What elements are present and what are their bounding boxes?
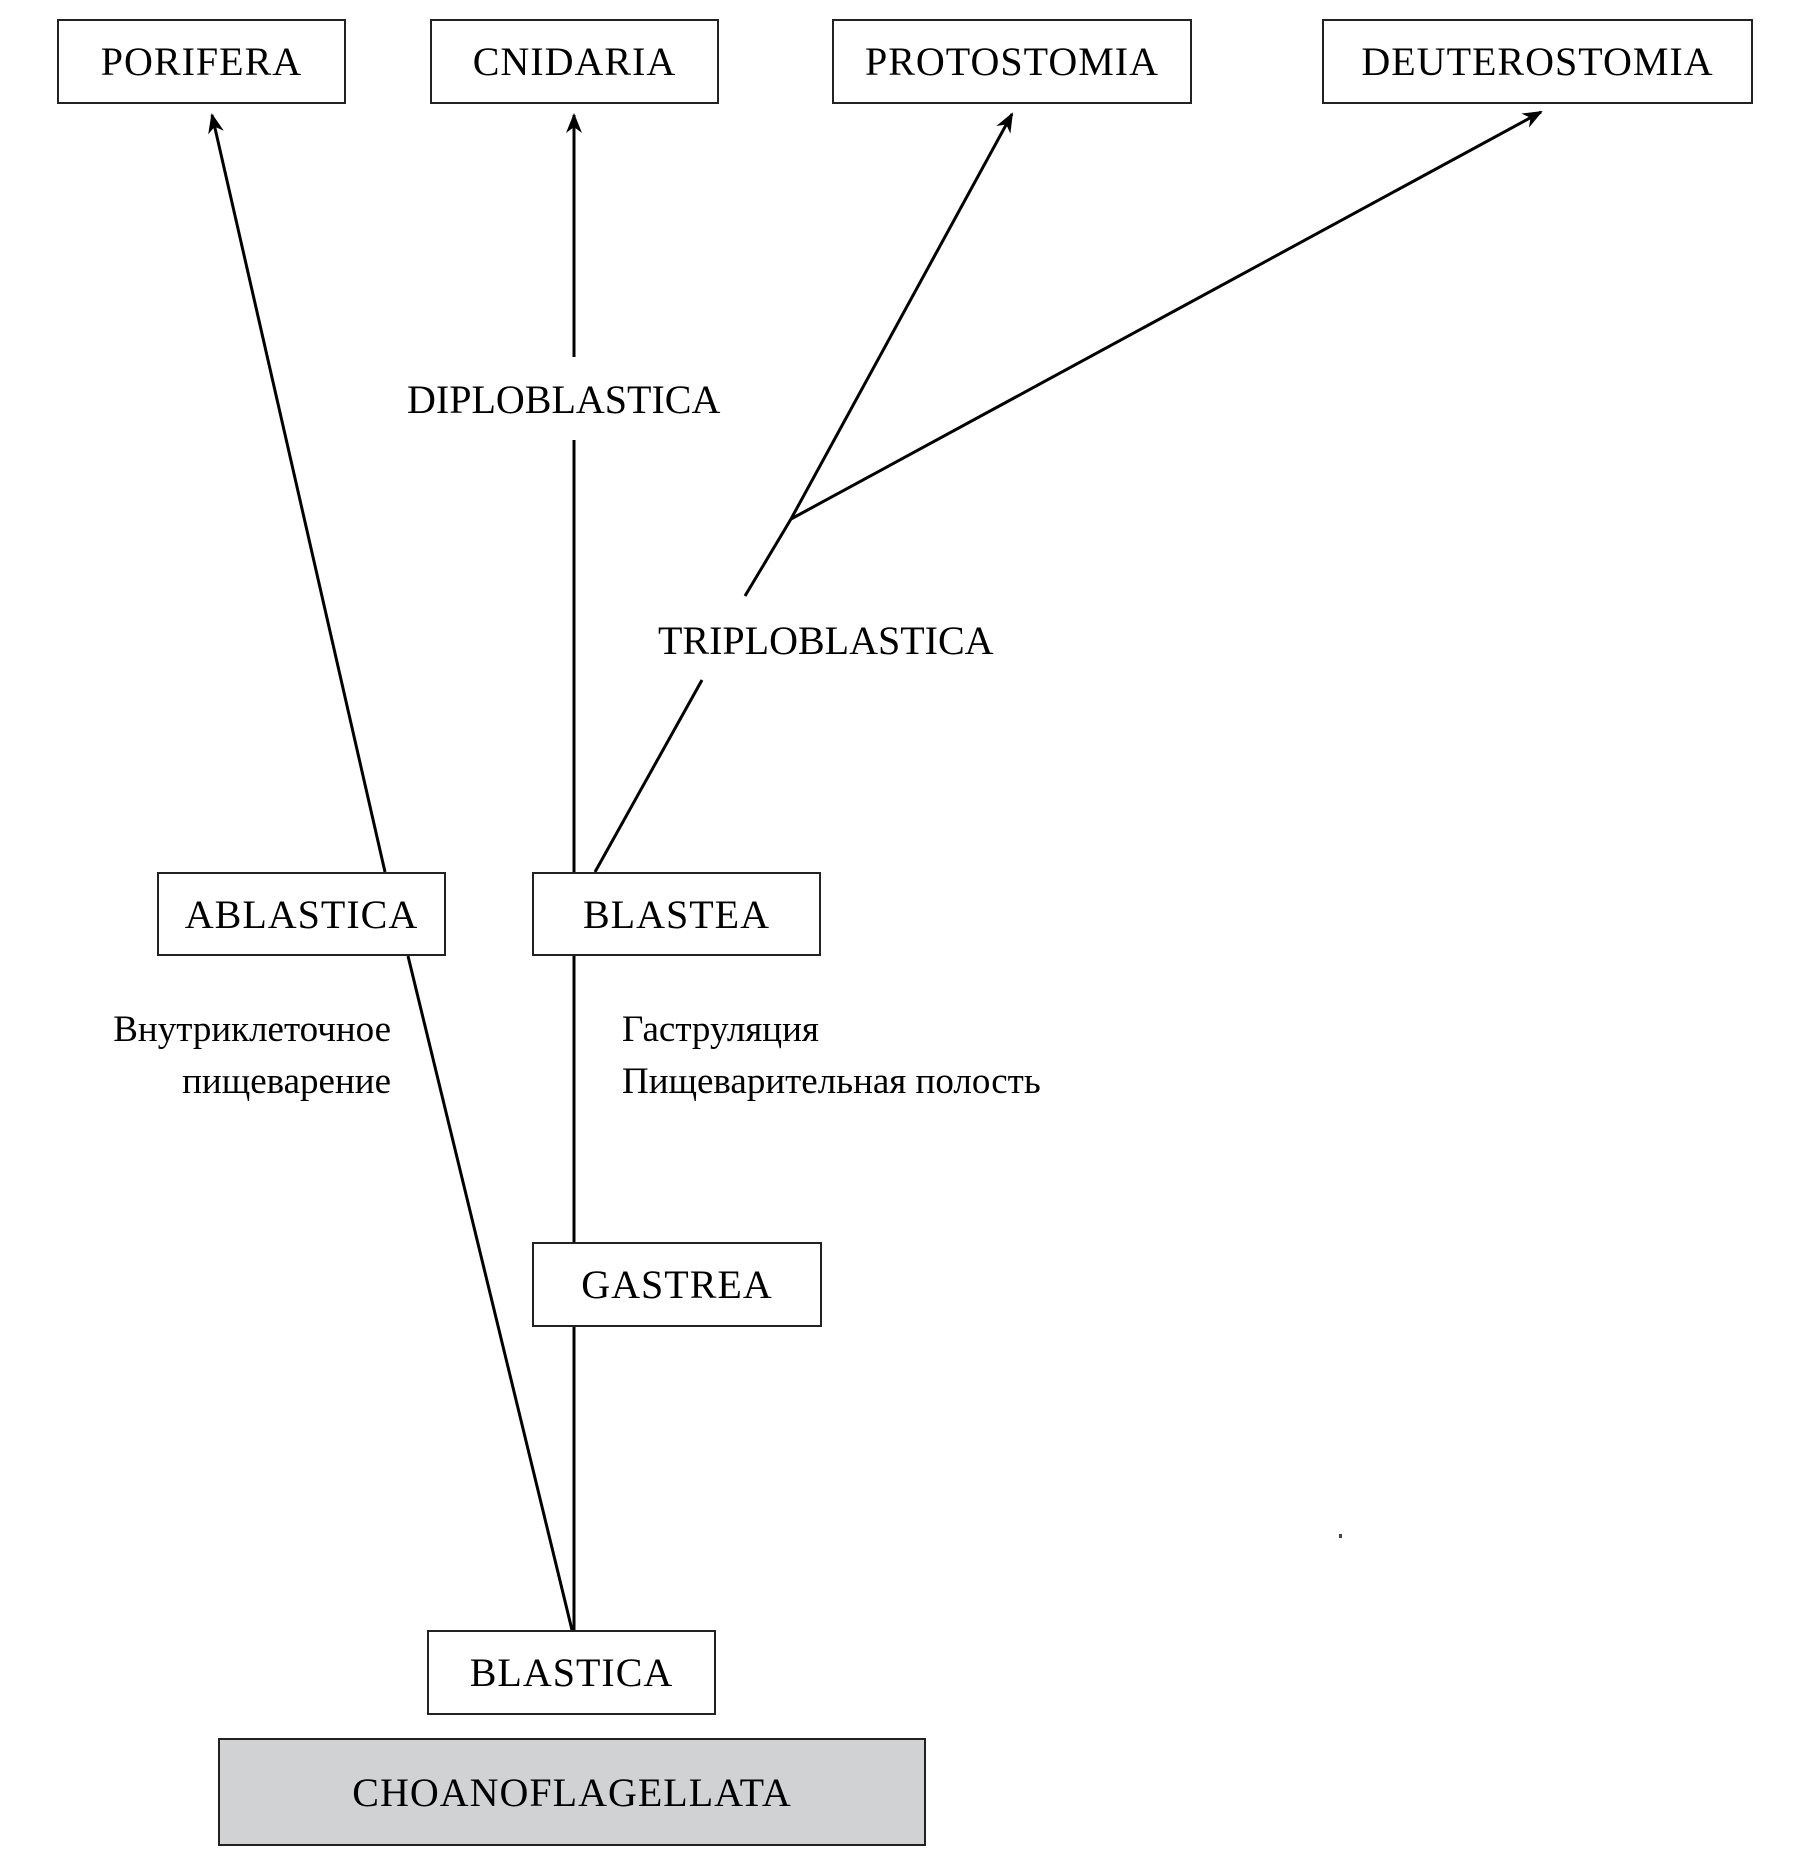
node-porifera: PORIFERA (57, 19, 346, 104)
node-blastica: BLASTICA (427, 1630, 716, 1715)
note-line: Внутриклеточное (113, 1009, 391, 1050)
edge-blastea-triploblastica (593, 679, 704, 873)
edge-blastica-ablastica (406, 955, 574, 1631)
node-label: PORIFERA (100, 39, 303, 84)
node-label: ABLASTICA (184, 891, 419, 937)
node-label: DEUTEROSTOMIA (1361, 39, 1714, 84)
note-gastrulation: Гаструляция Пищеварительная полость (622, 1004, 1041, 1108)
node-label: BLASTEA (583, 891, 770, 937)
edge-node-deuterostomia (790, 110, 1543, 521)
edge-triploblastica-node (743, 518, 793, 597)
node-deuterostomia: DEUTEROSTOMIA (1322, 19, 1753, 104)
note-line: Пищеварительная полость (622, 1061, 1041, 1102)
note-line: пищеварение (182, 1061, 391, 1102)
branch-label-diploblastica: DIPLOBLASTICA (407, 377, 721, 422)
node-cnidaria: CNIDARIA (430, 19, 719, 104)
edge-node-protostomia (789, 112, 1014, 520)
node-label: CHOANOFLAGELLATA (352, 1769, 792, 1815)
branch-label-triploblastica: TRIPLOBLASTICA (658, 618, 994, 663)
node-ablastica: ABLASTICA (157, 872, 446, 956)
node-blastea: BLASTEA (532, 872, 821, 956)
stray-dot (1339, 1534, 1342, 1538)
node-gastrea: GASTREA (532, 1242, 822, 1327)
node-label: BLASTICA (469, 1650, 674, 1695)
note-line: Гаструляция (622, 1009, 819, 1050)
node-protostomia: PROTOSTOMIA (832, 19, 1192, 104)
edge-ablastica-porifera (208, 113, 387, 873)
node-choanoflagellata: CHOANOFLAGELLATA (218, 1738, 926, 1846)
node-label: GASTREA (581, 1262, 773, 1307)
note-intracellular-digestion: Внутриклеточное пищеварение (113, 1004, 391, 1108)
node-label: CNIDARIA (472, 39, 677, 84)
node-label: PROTOSTOMIA (864, 39, 1160, 84)
